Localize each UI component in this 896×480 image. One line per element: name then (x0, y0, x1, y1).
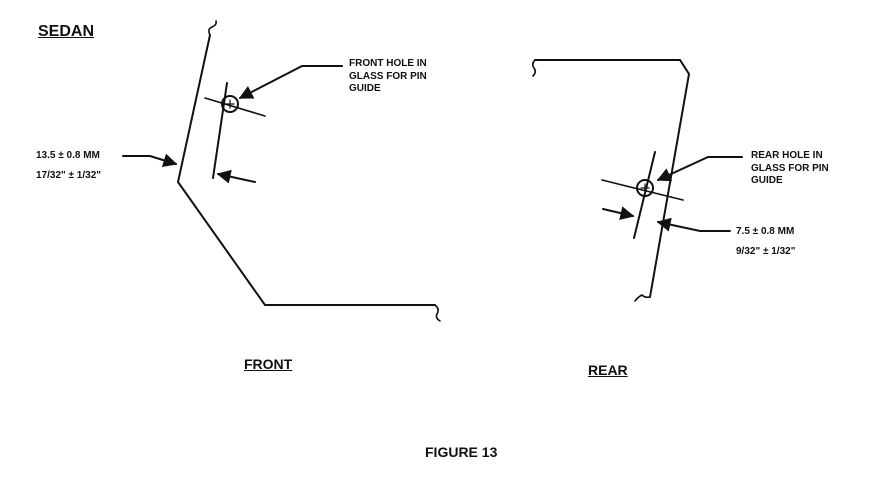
rear-hole-label-line: REAR HOLE IN (751, 150, 823, 161)
figure-caption: FIGURE 13 (425, 444, 498, 460)
front-pin-hole (204, 82, 266, 179)
rear-hole-label-line: GLASS FOR PIN (751, 162, 829, 174)
rear-hole-leader (656, 156, 743, 182)
rear-pin-hole (601, 151, 684, 239)
front-dimension-mm: 13.5 ± 0.8 MM (36, 150, 100, 161)
rear-dimension-mm: 7.5 ± 0.8 MM (736, 226, 795, 237)
front-hole-label: FRONT HOLE IN GLASS FOR PIN GUIDE (349, 58, 427, 96)
rear-hole-label-line: GUIDE (751, 175, 783, 186)
front-hole-label-line: GLASS FOR PIN (349, 70, 427, 82)
front-hole-leader (238, 65, 343, 99)
front-dimension-arrow (216, 169, 256, 184)
front-view-label: FRONT (244, 356, 293, 372)
rear-glass-outline (531, 59, 691, 302)
front-glass-outline (176, 20, 441, 322)
rear-dimension-in: 9/32" ± 1/32" (736, 246, 796, 257)
rear-left-dimension-arrow (602, 206, 635, 220)
rear-view-label: REAR (588, 362, 628, 378)
front-dimension-leader (122, 153, 178, 167)
rear-dimension-leader (656, 217, 731, 232)
diagram-title: SEDAN (38, 23, 95, 40)
front-hole-label-line: FRONT HOLE IN (349, 58, 427, 69)
front-dimension-in: 17/32" ± 1/32" (36, 170, 102, 181)
front-hole-label-line: GUIDE (349, 83, 381, 94)
rear-hole-label: REAR HOLE IN GLASS FOR PIN GUIDE (751, 150, 829, 188)
